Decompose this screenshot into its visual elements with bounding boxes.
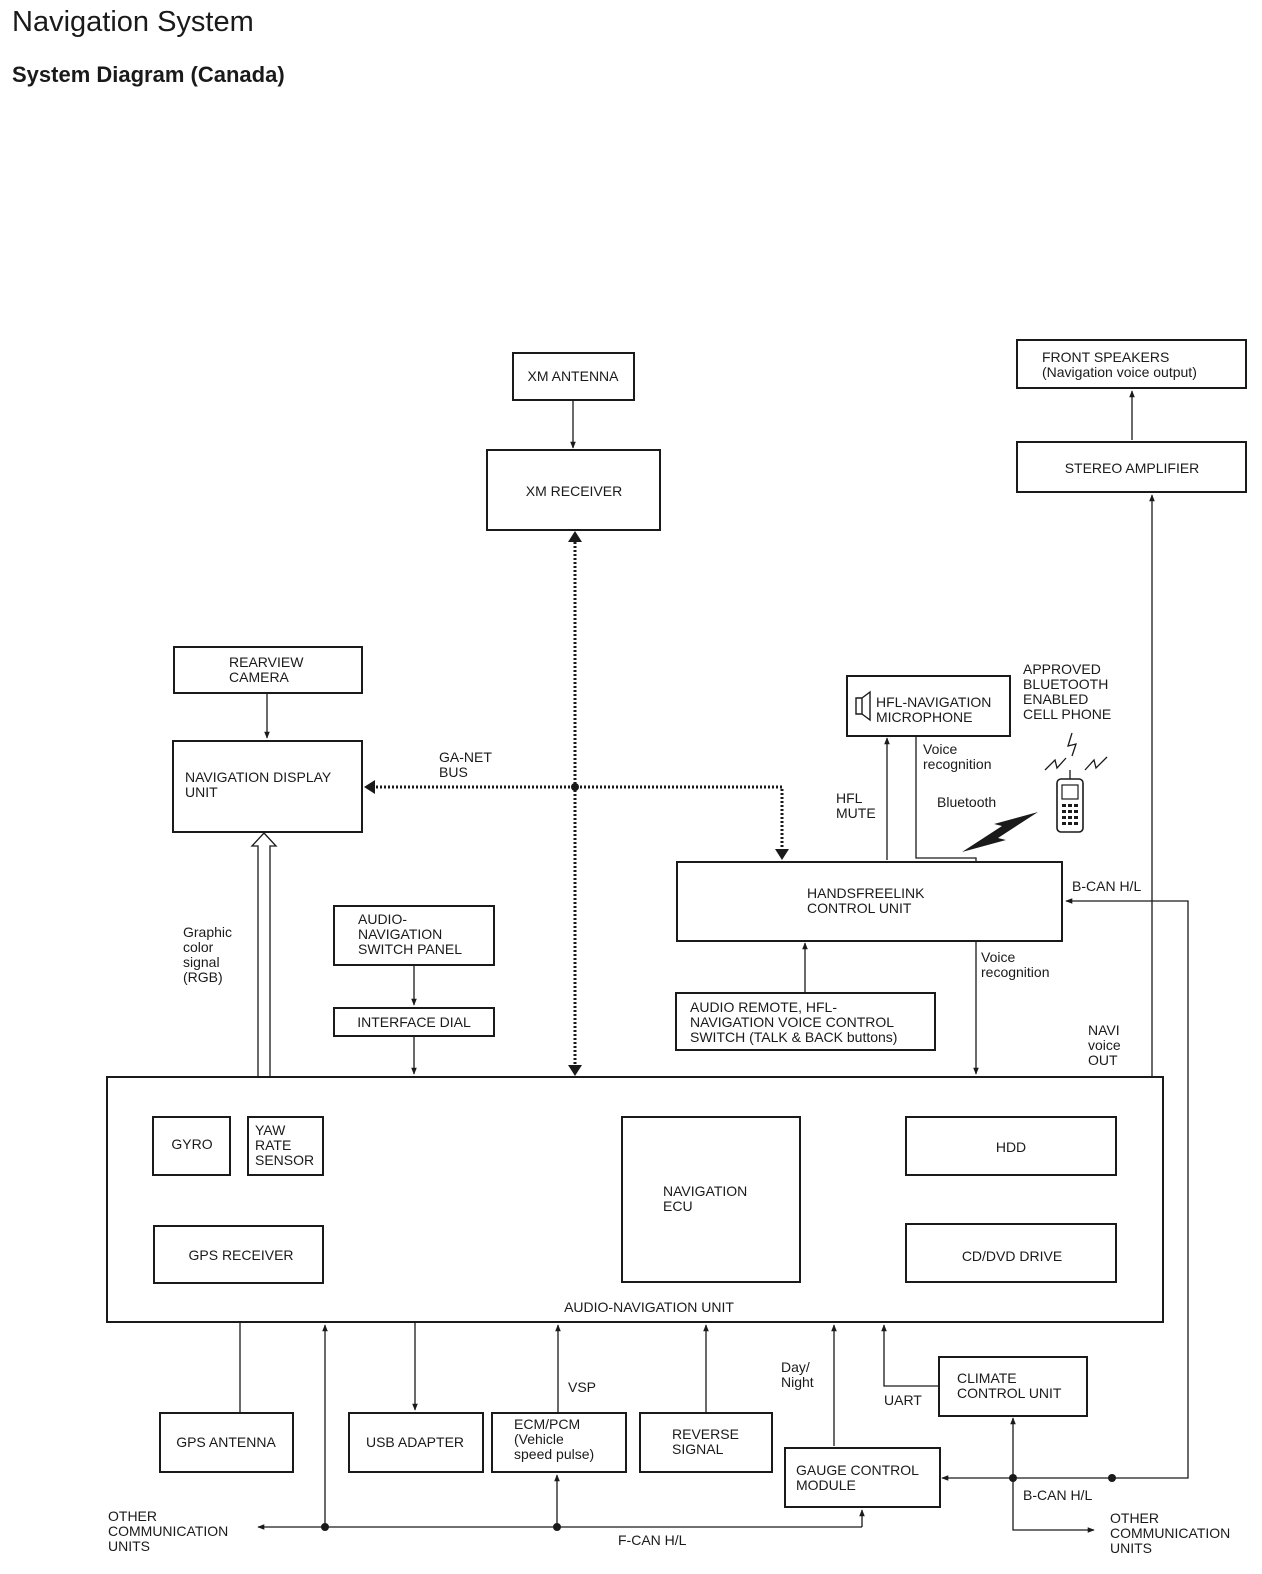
page-title: Navigation System bbox=[12, 6, 254, 38]
xm-antenna-box: XM ANTENNA bbox=[512, 352, 635, 401]
xm-antenna-label: XM ANTENNA bbox=[527, 368, 619, 384]
reverse-signal-box: REVERSE SIGNAL bbox=[639, 1412, 773, 1473]
hdd-box: HDD bbox=[905, 1116, 1117, 1176]
vsp-label: VSP bbox=[568, 1379, 596, 1395]
interface-dial-box: INTERFACE DIAL bbox=[333, 1007, 495, 1037]
rearview-camera-box: REARVIEW CAMERA bbox=[173, 646, 363, 694]
navi-voice-out-label: NAVI voice OUT bbox=[1088, 1022, 1125, 1068]
hfl-mute-label: HFL MUTE bbox=[836, 790, 876, 821]
hdd-label: HDD bbox=[996, 1139, 1026, 1155]
front-speakers-label: FRONT SPEAKERS (Navigation voice output) bbox=[1042, 349, 1197, 380]
audio-navigation-switch-panel-box: AUDIO- NAVIGATION SWITCH PANEL bbox=[333, 905, 495, 966]
audio-remote-switch-label: AUDIO REMOTE, HFL- NAVIGATION VOICE CONT… bbox=[690, 999, 897, 1045]
usb-adapter-box: USB ADAPTER bbox=[348, 1412, 484, 1473]
other-comm-right-label: OTHER COMMUNICATION UNITS bbox=[1110, 1510, 1234, 1556]
f-can-label: F-CAN H/L bbox=[618, 1532, 687, 1548]
microphone-icon bbox=[855, 690, 871, 722]
front-speakers-box: FRONT SPEAKERS (Navigation voice output) bbox=[1016, 339, 1247, 389]
ecm-pcm-box: ECM/PCM (Vehicle speed pulse) bbox=[491, 1412, 627, 1473]
voice-recognition-top-label: Voice recognition bbox=[923, 741, 992, 772]
yaw-rate-sensor-label: YAW RATE SENSOR bbox=[255, 1122, 314, 1168]
cell-phone-icon bbox=[1044, 732, 1108, 833]
gps-antenna-label: GPS ANTENNA bbox=[176, 1434, 276, 1450]
audio-navigation-switch-panel-label: AUDIO- NAVIGATION SWITCH PANEL bbox=[358, 911, 462, 957]
ga-net-bus-label: GA-NET BUS bbox=[439, 749, 496, 780]
climate-control-unit-box: CLIMATE CONTROL UNIT bbox=[938, 1356, 1088, 1417]
other-comm-left-label: OTHER COMMUNICATION UNITS bbox=[108, 1508, 232, 1554]
interface-dial-label: INTERFACE DIAL bbox=[357, 1014, 471, 1030]
climate-control-unit-label: CLIMATE CONTROL UNIT bbox=[957, 1370, 1062, 1401]
stereo-amplifier-box: STEREO AMPLIFIER bbox=[1016, 441, 1247, 493]
xm-receiver-box: XM RECEIVER bbox=[486, 449, 661, 531]
gps-receiver-box: GPS RECEIVER bbox=[153, 1225, 324, 1284]
bluetooth-signal-icon bbox=[962, 812, 1038, 852]
day-night-label: Day/ Night bbox=[781, 1359, 814, 1390]
voice-recognition-right-label: Voice recognition bbox=[981, 949, 1050, 980]
gps-antenna-box: GPS ANTENNA bbox=[159, 1412, 294, 1473]
gauge-control-module-label: GAUGE CONTROL MODULE bbox=[796, 1462, 922, 1493]
b-can-bottom-label: B-CAN H/L bbox=[1023, 1487, 1092, 1503]
hfl-navigation-microphone-label: HFL-NAVIGATION MICROPHONE bbox=[876, 694, 995, 725]
junction-dots bbox=[321, 1474, 1116, 1531]
handsfreelink-control-unit-label: HANDSFREELINK CONTROL UNIT bbox=[807, 885, 928, 916]
gyro-label: GYRO bbox=[171, 1136, 212, 1152]
navigation-ecu-box: NAVIGATION ECU bbox=[621, 1116, 801, 1283]
gyro-box: GYRO bbox=[152, 1116, 231, 1176]
stereo-amplifier-label: STEREO AMPLIFIER bbox=[1065, 460, 1200, 476]
cd-dvd-drive-label: CD/DVD DRIVE bbox=[962, 1248, 1062, 1264]
usb-adapter-label: USB ADAPTER bbox=[366, 1434, 464, 1450]
rearview-camera-label: REARVIEW CAMERA bbox=[229, 654, 307, 685]
navigation-display-unit-box: NAVIGATION DISPLAY UNIT bbox=[172, 740, 363, 833]
cell-phone: APPROVED BLUETOOTH ENABLED CELL PHONE bbox=[1023, 661, 1112, 833]
page-subtitle: System Diagram (Canada) bbox=[12, 62, 285, 87]
uart-label: UART bbox=[884, 1392, 922, 1408]
audio-remote-switch-box: AUDIO REMOTE, HFL- NAVIGATION VOICE CONT… bbox=[675, 992, 936, 1051]
handsfreelink-control-unit-box: HANDSFREELINK CONTROL UNIT bbox=[676, 861, 1063, 942]
cd-dvd-drive-box: CD/DVD DRIVE bbox=[905, 1223, 1117, 1283]
gps-receiver-label: GPS RECEIVER bbox=[188, 1247, 293, 1263]
navigation-ecu-label: NAVIGATION ECU bbox=[663, 1183, 751, 1214]
navigation-display-unit-label: NAVIGATION DISPLAY UNIT bbox=[185, 769, 335, 800]
b-can-top-label: B-CAN H/L bbox=[1072, 878, 1141, 894]
reverse-signal-label: REVERSE SIGNAL bbox=[672, 1426, 743, 1457]
gauge-control-module-box: GAUGE CONTROL MODULE bbox=[784, 1447, 941, 1508]
audio-navigation-unit-label: AUDIO-NAVIGATION UNIT bbox=[564, 1299, 734, 1315]
xm-receiver-label: XM RECEIVER bbox=[526, 483, 622, 499]
bluetooth-label: Bluetooth bbox=[937, 794, 996, 810]
cell-phone-label: APPROVED BLUETOOTH ENABLED CELL PHONE bbox=[1023, 661, 1112, 722]
yaw-rate-sensor-box: YAW RATE SENSOR bbox=[247, 1116, 324, 1176]
graphic-color-signal-label: Graphic color signal (RGB) bbox=[183, 924, 236, 985]
hfl-navigation-microphone-box: HFL-NAVIGATION MICROPHONE bbox=[846, 675, 1011, 737]
ecm-pcm-label: ECM/PCM (Vehicle speed pulse) bbox=[514, 1416, 594, 1462]
ga-net-bus-lines bbox=[364, 531, 789, 1076]
